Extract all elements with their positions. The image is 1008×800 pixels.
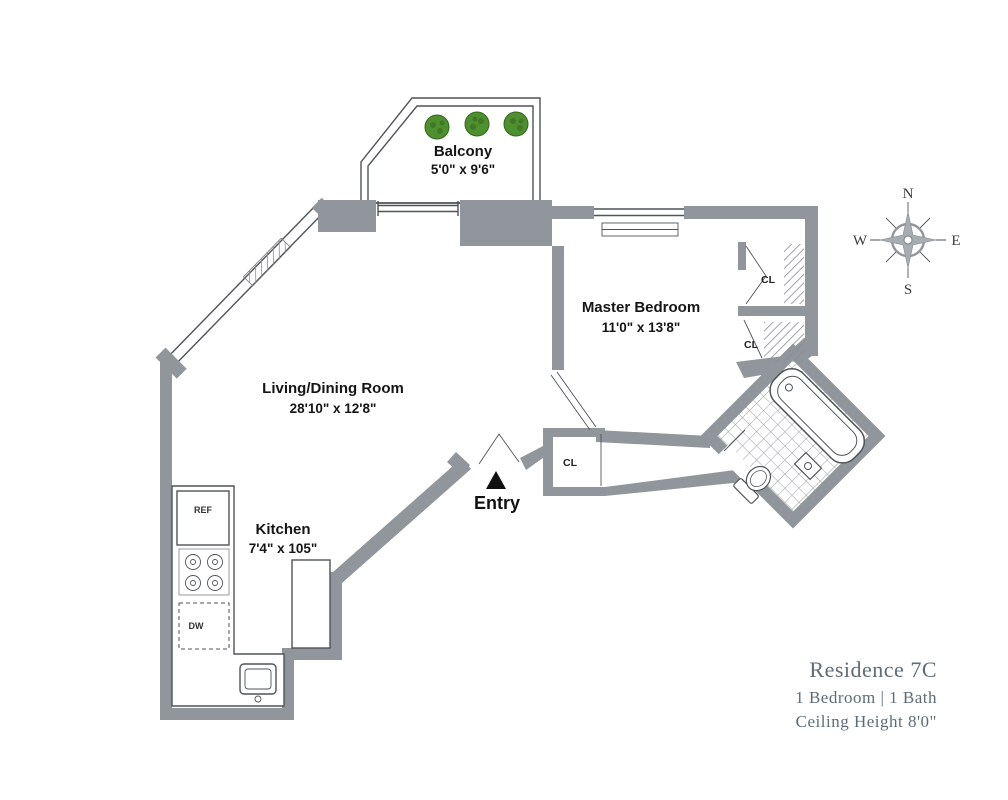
toilet-icon — [733, 465, 772, 504]
room-labels: Living/Dining Room 28'10" x 12'8" Master… — [249, 299, 700, 556]
balcony: Balcony 5'0" x 9'6" — [360, 97, 541, 204]
bathtub-icon — [769, 367, 866, 464]
compass-north: N — [903, 186, 914, 202]
tree-icon — [503, 111, 529, 137]
compass-east: E — [951, 233, 960, 249]
dishwasher-label: DW — [189, 621, 204, 631]
refrigerator: REF — [176, 490, 230, 546]
dishwasher: DW — [178, 602, 230, 650]
refrigerator-label: REF — [194, 505, 213, 515]
bed-bath-line: 1 Bedroom | 1 Bath — [795, 688, 937, 707]
compass-south: S — [904, 282, 912, 298]
stove-burners — [178, 548, 230, 596]
entry-marker: Entry — [474, 471, 520, 513]
master-bedroom-dims: 11'0" x 13'8" — [602, 320, 681, 335]
closet-label-bedroom-1: CL — [761, 274, 776, 286]
bedroom-closet-1: CL — [745, 244, 804, 305]
balcony-name: Balcony — [434, 143, 493, 160]
kitchen-dims: 7'4" x 105" — [249, 541, 318, 556]
master-bedroom-name: Master Bedroom — [582, 299, 700, 316]
compass-west: W — [853, 233, 868, 249]
kitchen-counter — [291, 559, 331, 649]
living-room-name: Living/Dining Room — [262, 380, 404, 397]
door-swings — [478, 371, 602, 486]
bedroom-window — [594, 208, 684, 237]
kitchen-name: Kitchen — [255, 521, 310, 538]
bedroom-closet-2: CL — [743, 319, 804, 362]
balcony-dims: 5'0" x 9'6" — [431, 162, 495, 177]
title-block: Residence 7C 1 Bedroom | 1 Bath Ceiling … — [795, 657, 937, 731]
entry-triangle-icon — [486, 471, 506, 489]
entry-label: Entry — [474, 493, 520, 513]
closet-label-entry: CL — [563, 457, 578, 469]
tree-icon — [464, 111, 490, 137]
diagonal-window — [164, 202, 326, 369]
kitchen-appliances: REF DW — [171, 485, 331, 707]
ceiling-height-line: Ceiling Height 8'0" — [796, 712, 937, 731]
tree-icon — [424, 114, 450, 140]
walls — [155, 197, 818, 720]
balcony-door — [377, 201, 459, 216]
kitchen-sink-icon — [239, 663, 277, 703]
living-room-dims: 28'10" x 12'8" — [290, 401, 377, 416]
compass-rose-icon: N S W E — [853, 186, 961, 298]
closet-label-bedroom-2: CL — [744, 339, 759, 351]
residence-title: Residence 7C — [809, 657, 937, 682]
entry-closet: CL — [563, 457, 578, 469]
balcony-trees — [424, 111, 529, 140]
bathroom — [700, 343, 886, 529]
bathroom-sink-icon — [793, 451, 823, 481]
